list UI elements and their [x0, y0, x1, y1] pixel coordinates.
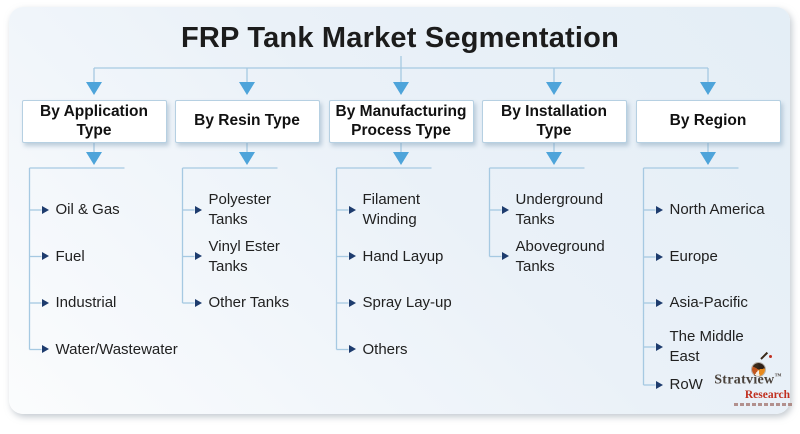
logo-sub-text: Research [744, 388, 790, 401]
arrow-bullet-icon [655, 380, 663, 389]
arrow-bullet-icon [194, 298, 202, 307]
segment-header-box: By Manufacturing Process Type [328, 100, 474, 143]
list-item: The Middle East [669, 328, 744, 365]
brand-logo: Stratview™ Research [704, 355, 792, 406]
list-item: Water/Wastewater [55, 340, 178, 358]
list-item: Industrial [55, 294, 117, 311]
list-item: Vinyl Ester Tanks [208, 237, 280, 275]
segment-header-box: By Region [635, 100, 781, 143]
list-item: Fuel [55, 247, 85, 265]
arrow-down-icon [239, 82, 255, 95]
arrow-down-icon [86, 152, 102, 165]
arrow-down-icon [393, 152, 409, 165]
list-item: Others [362, 340, 408, 358]
arrow-bullet-icon [501, 205, 509, 214]
arrow-bullet-icon [41, 252, 49, 260]
arrow-down-icon [700, 82, 716, 95]
logo-tagline [734, 402, 792, 406]
segment-header-box: By Application Type [21, 100, 167, 143]
logo-brand-text: Stratview [714, 372, 775, 388]
list-item: North America [669, 201, 765, 218]
arrow-down-icon [86, 82, 102, 95]
arrow-bullet-icon [655, 342, 663, 351]
arrow-bullet-icon [655, 298, 663, 307]
arrow-bullet-icon [348, 298, 356, 307]
list-item: RoW [669, 376, 703, 393]
arrow-bullet-icon [194, 252, 202, 260]
list-item: Hand Layup [362, 247, 444, 265]
arrow-bullet-icon [655, 252, 663, 261]
arrow-bullet-icon [348, 345, 356, 353]
arrow-bullet-icon [348, 252, 356, 260]
list-item: Spray Lay-up [362, 294, 452, 311]
arrow-bullet-icon [41, 298, 49, 307]
arrow-down-icon [700, 152, 716, 165]
arrow-bullet-icon [41, 345, 49, 353]
segment-header-box: By Installation Type [481, 100, 627, 143]
logo-trademark: ™ [774, 372, 782, 380]
list-item: Filament Winding [362, 191, 421, 228]
list-item: Aboveground Tanks [515, 237, 605, 275]
diagram-title: FRP Tank Market Segmentation [180, 22, 619, 54]
list-item: Other Tanks [208, 294, 290, 311]
list-item: Europe [669, 248, 718, 265]
logo-globe-pin-icon [752, 355, 772, 376]
arrow-bullet-icon [41, 205, 49, 214]
list-item: Asia-Pacific [669, 294, 748, 311]
arrow-bullet-icon [501, 252, 509, 260]
arrow-down-icon [546, 82, 562, 95]
arrow-down-icon [546, 152, 562, 165]
list-item: Underground Tanks [515, 191, 604, 228]
list-item: Polyester Tanks [208, 191, 272, 228]
arrow-down-icon [239, 152, 255, 165]
arrow-bullet-icon [348, 205, 356, 214]
list-item: Oil & Gas [55, 201, 120, 218]
arrow-down-icon [393, 82, 409, 95]
arrow-bullet-icon [655, 205, 663, 214]
segment-header-box: By Resin Type [174, 100, 320, 143]
logo-brand-line: Stratview™ [704, 355, 792, 389]
arrow-bullet-icon [194, 205, 202, 214]
